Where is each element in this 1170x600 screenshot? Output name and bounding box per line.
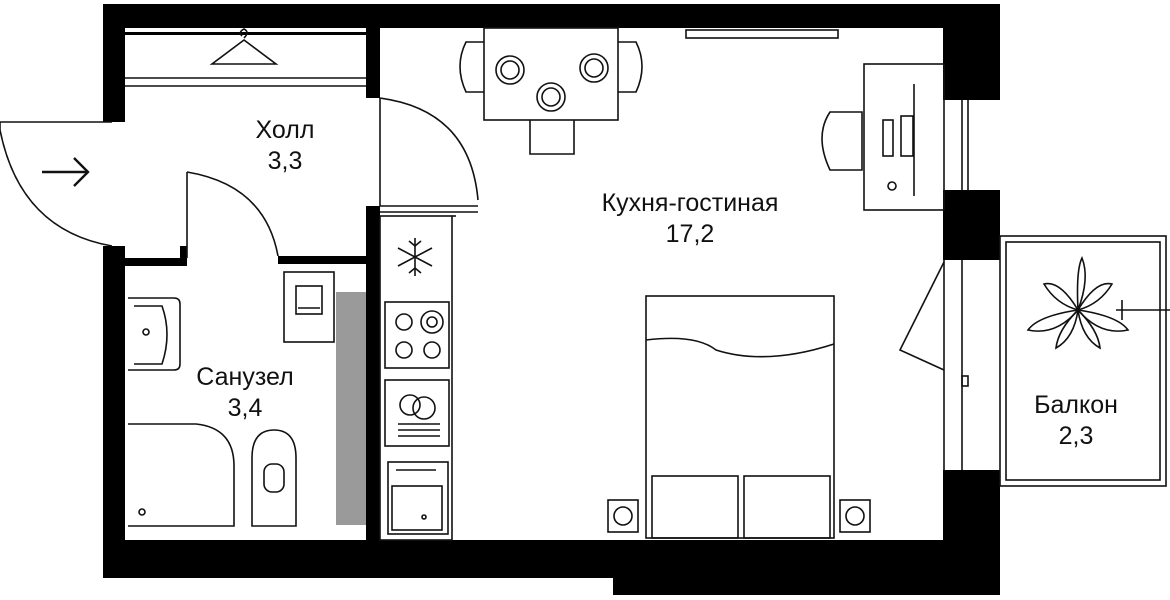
window-top (685, 29, 839, 39)
room-area: 3,4 (227, 394, 263, 423)
room-name: Санузел (196, 363, 294, 391)
washing-machine-icon (283, 271, 335, 343)
room-name: Кухня-гостиная (601, 189, 779, 217)
socket-icon (607, 499, 871, 533)
room-label-hall: Холл 3,3 (230, 115, 340, 178)
desk (821, 63, 945, 211)
balcony-door (898, 260, 969, 470)
room-area: 2,3 (1058, 422, 1094, 451)
balcony-frame (961, 100, 1167, 487)
bathroom-door (186, 171, 279, 258)
room-area: 17,2 (665, 220, 715, 249)
entrance-arrow-icon (42, 157, 90, 187)
hanger-icon (209, 28, 279, 65)
living-door (379, 97, 479, 213)
room-name: Балкон (1034, 391, 1118, 419)
dining-table (459, 27, 643, 155)
wardrobe (125, 28, 366, 87)
plant-icon (1026, 256, 1170, 350)
bathroom-fixtures (128, 297, 297, 527)
sink-icon (387, 461, 449, 535)
dishwasher-icon (384, 379, 450, 447)
kitchen-counter (379, 215, 456, 541)
ventilation-shaft (336, 292, 366, 525)
room-name: Холл (255, 116, 315, 144)
bed (607, 295, 871, 539)
room-label-living: Кухня-гостиная 17,2 (560, 188, 820, 251)
room-area: 3,3 (267, 147, 303, 176)
room-label-bath: Санузел 3,4 (180, 362, 310, 425)
stove-icon (384, 301, 450, 369)
walls (103, 4, 1000, 595)
snowflake-icon (397, 238, 433, 276)
room-label-balcony: Балкон 2,3 (1016, 390, 1136, 453)
entrance-door (0, 121, 113, 247)
